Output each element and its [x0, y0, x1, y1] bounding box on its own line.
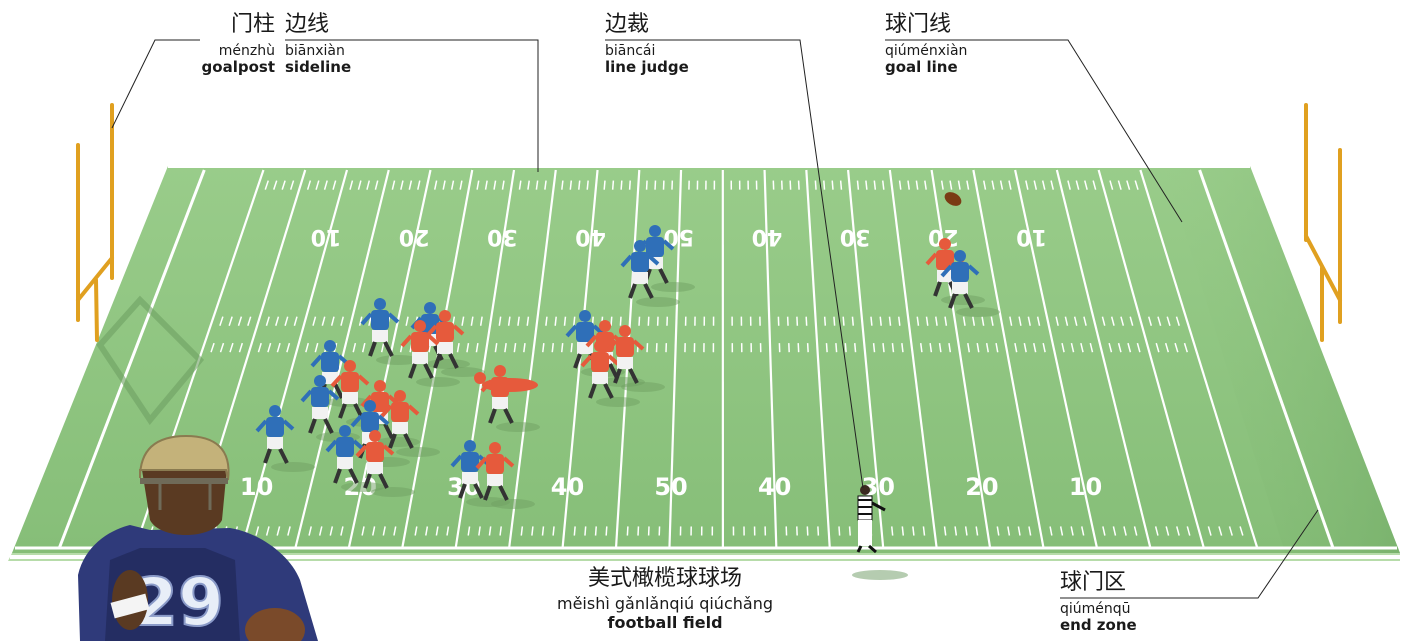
football-field-label-en: football field [607, 612, 723, 632]
red-player-down [474, 372, 538, 392]
red-player [580, 340, 640, 407]
line-judge-label: 边裁 biāncái line judge [605, 12, 689, 77]
line-judge-label-zh: 边裁 [605, 12, 650, 37]
blue-player [360, 298, 420, 365]
football-field-label-zh: 美式橄榄球球场 [587, 566, 742, 591]
goal-line-label-en: goal line [885, 58, 958, 77]
red-player [355, 430, 415, 497]
field-number: 40 [758, 473, 791, 501]
blue-player [450, 440, 510, 507]
end-zone-label-en: end zone [1060, 616, 1137, 635]
red-player [605, 325, 665, 392]
goalpost-label-pinyin: ménzhù [218, 43, 275, 60]
goal-line-label-zh: 球门线 [885, 12, 952, 37]
goal-line-label-pinyin: qiúménxiàn [885, 43, 968, 60]
foreground-player-photo: 29 [78, 434, 318, 641]
yard-lines [57, 169, 1335, 549]
left-goalpost [76, 103, 114, 342]
goalpost-shadow [96, 295, 205, 426]
field-number: 30 [487, 224, 518, 249]
blue-player [255, 405, 315, 472]
sideline-label-pinyin: biānxiàn [285, 43, 345, 60]
goalpost-label: 门柱 ménzhù goalpost [200, 12, 275, 77]
blue-player [620, 240, 680, 307]
sideline-label-en: sideline [285, 58, 352, 77]
line-judge-label-pinyin: biāncái [605, 43, 656, 60]
goalpost-label-en: goalpost [201, 58, 275, 77]
field-number: 40 [752, 224, 783, 249]
line-judge-figure [852, 485, 908, 580]
blue-player [300, 375, 360, 442]
leader-lines [111, 39, 1319, 599]
field-number: 40 [551, 473, 584, 501]
red-player [475, 442, 535, 509]
blue-player [940, 250, 1000, 317]
field-number: 30 [840, 224, 871, 249]
end-zone-label-zh: 球门区 [1060, 570, 1127, 595]
field-number: 40 [575, 224, 606, 249]
end-zone-label: 球门区 qiúménqū end zone [1060, 570, 1137, 635]
goalpost-label-zh: 门柱 [230, 12, 275, 37]
field-number: 10 [240, 473, 273, 501]
blue-player [635, 225, 695, 292]
football-ball [944, 192, 962, 206]
field-number: 10 [1069, 473, 1102, 501]
field-number: 20 [965, 473, 998, 501]
players [255, 225, 1000, 509]
field-number: 50 [654, 473, 687, 501]
line-judge-label-en: line judge [605, 58, 689, 77]
blue-player [325, 425, 385, 492]
end-zone-label-pinyin: qiúménqū [1060, 601, 1131, 618]
sideline-label-zh: 边线 [285, 12, 330, 37]
football-field-label: 美式橄榄球球场 měishì gǎnlǎnqiú qiúchǎng footba… [530, 566, 800, 632]
player-jersey-number: 29 [132, 564, 224, 641]
right-goalpost [1304, 103, 1342, 342]
field-number: 20 [399, 224, 430, 249]
field-number: 10 [1016, 224, 1047, 249]
football-field-label-pinyin: měishì gǎnlǎnqiú qiúchǎng [557, 594, 773, 614]
blue-player [310, 340, 370, 407]
sideline-label: 边线 biānxiàn sideline [285, 12, 351, 77]
red-player [400, 320, 460, 387]
red-player [380, 390, 440, 457]
field-number: 10 [311, 224, 342, 249]
goal-line-label: 球门线 qiúménxiàn goal line [885, 12, 967, 77]
